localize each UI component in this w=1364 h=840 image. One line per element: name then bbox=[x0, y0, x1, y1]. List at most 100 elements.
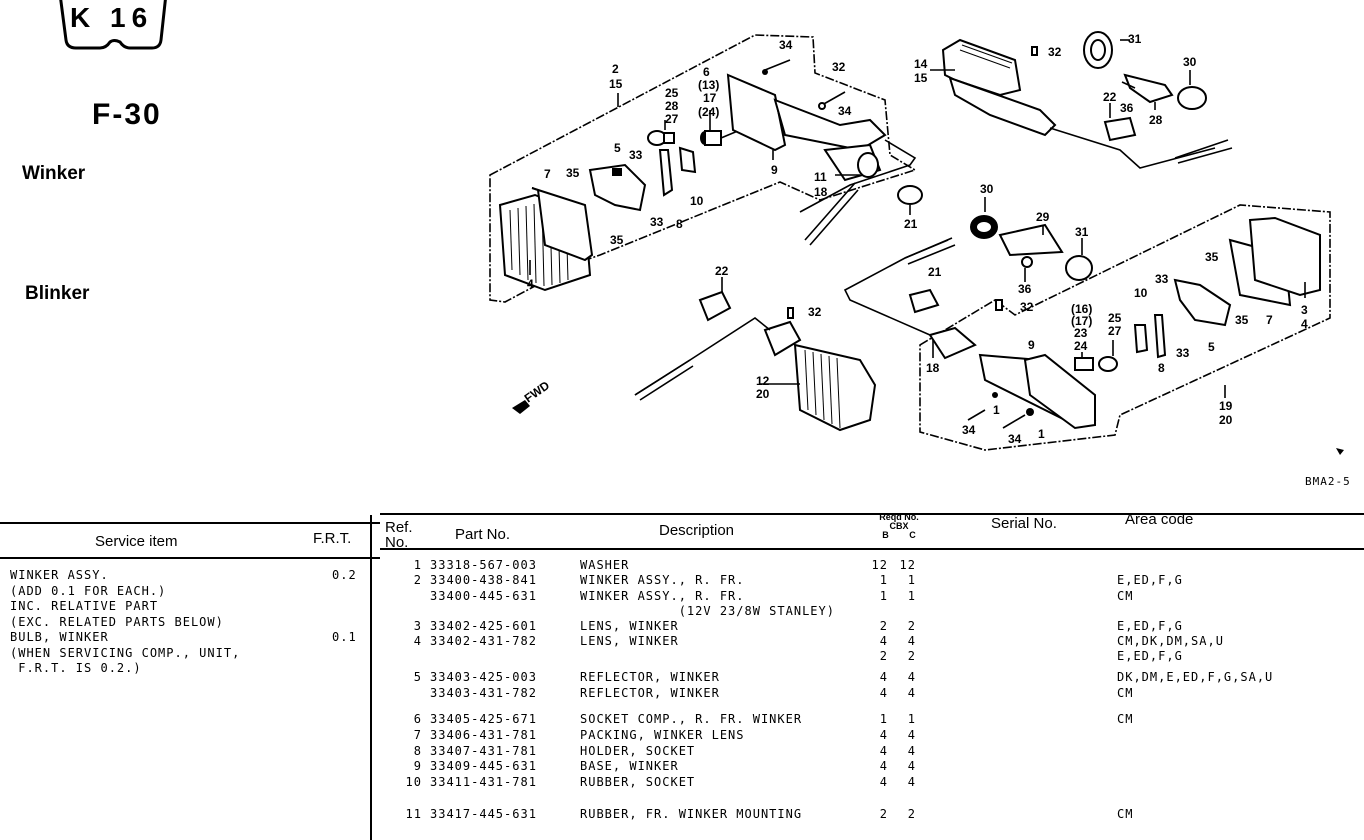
area-code-cell: CM bbox=[1117, 807, 1134, 821]
screw-34b bbox=[821, 91, 846, 106]
description-cell: LENS, WINKER bbox=[580, 634, 679, 648]
callout-33d: 33 bbox=[1176, 346, 1190, 360]
section-badge-frame bbox=[59, 0, 167, 50]
service-frt-value: 0.2 bbox=[332, 568, 357, 582]
callout-34a: 34 bbox=[779, 38, 793, 52]
callout-6: 6 bbox=[703, 65, 710, 79]
service-table-header-rule bbox=[0, 557, 380, 559]
holder-part-8b bbox=[1153, 314, 1167, 359]
ref-no-cell: 5 bbox=[413, 670, 422, 684]
callout-32b: 32 bbox=[1048, 45, 1062, 59]
reqd-c-cell: 12 bbox=[899, 558, 916, 572]
reqd-b-cell: 1 bbox=[879, 573, 888, 587]
reqd-b-cell: 2 bbox=[879, 649, 888, 663]
reqd-b-cell: 1 bbox=[879, 589, 888, 603]
service-table-body: WINKER ASSY. (ADD 0.1 FOR EACH.) INC. RE… bbox=[10, 568, 370, 698]
callout-34c: 34 bbox=[962, 423, 976, 437]
bulb-part-27 bbox=[1098, 356, 1118, 372]
reqd-c-cell: 4 bbox=[907, 686, 916, 700]
area-code-cell: CM,DK,DM,SA,U bbox=[1117, 634, 1224, 648]
callout-30b: 30 bbox=[980, 182, 994, 196]
grommet-part-30a bbox=[1177, 86, 1207, 110]
callout-18: 18 bbox=[926, 361, 940, 375]
service-row: WINKER ASSY. bbox=[10, 568, 109, 582]
callout-27b: 27 bbox=[1108, 324, 1122, 338]
callout-22a: 22 bbox=[1103, 90, 1117, 104]
cushion-part-21b bbox=[908, 288, 940, 314]
wire-left bbox=[799, 139, 917, 213]
callout-10b: 10 bbox=[1134, 286, 1148, 300]
callout-25: 25 bbox=[665, 86, 679, 100]
service-frt-value: 0.1 bbox=[332, 630, 357, 644]
callout-33b: 33 bbox=[650, 215, 664, 229]
area-code-cell: DK,DM,E,ED,F,G,SA,U bbox=[1117, 670, 1274, 684]
reqd-c-cell: 4 bbox=[907, 759, 916, 773]
callout-13: (13) bbox=[698, 78, 719, 92]
callout-20: 20 bbox=[756, 387, 770, 401]
page-title-alt: Blinker bbox=[25, 283, 90, 304]
description-cell: WASHER bbox=[580, 558, 630, 572]
reqd-c-cell: 1 bbox=[907, 589, 916, 603]
callout-35d: 35 bbox=[1235, 313, 1249, 327]
fwd-label: FWD bbox=[522, 378, 553, 405]
figure-number: F-30 bbox=[92, 98, 162, 131]
reqd-b-cell: 12 bbox=[871, 558, 888, 572]
callout-21a: 21 bbox=[904, 217, 918, 231]
area-code-cell: E,ED,F,G bbox=[1117, 573, 1183, 587]
callout-4b: 4 bbox=[1301, 317, 1308, 331]
part-no-cell: 33402-425-601 bbox=[430, 619, 537, 633]
wire-lower-left-lead bbox=[634, 359, 694, 401]
callout-9: 9 bbox=[771, 163, 778, 177]
parts-table-header-rule bbox=[380, 548, 1364, 550]
service-item-header: Service item bbox=[95, 533, 178, 550]
part-no-cell: 33409-445-631 bbox=[430, 759, 537, 773]
reqd-c-cell: 2 bbox=[907, 649, 916, 663]
reqd-b-cell: 4 bbox=[879, 759, 888, 773]
callout-25b: 25 bbox=[1108, 311, 1122, 325]
bracket-part-28 bbox=[1123, 73, 1174, 104]
service-row: (ADD 0.1 FOR EACH.) bbox=[10, 583, 167, 598]
part-no-cell: 33417-445-631 bbox=[430, 807, 537, 821]
assembly-frame-right bbox=[919, 204, 1331, 451]
callout-7: 7 bbox=[544, 167, 551, 181]
part-no-cell: 33407-431-781 bbox=[430, 744, 537, 758]
callout-35c: 35 bbox=[1205, 250, 1219, 264]
callout-15b: 15 bbox=[914, 71, 928, 85]
callout-20b: 20 bbox=[1219, 413, 1233, 427]
section-badge-label: K 16 bbox=[70, 2, 154, 33]
callout-15: 15 bbox=[609, 77, 623, 91]
part-no-cell: 33411-431-781 bbox=[430, 775, 537, 789]
reqd-c-cell: 4 bbox=[907, 775, 916, 789]
part-no-cell: 33402-431-782 bbox=[430, 634, 537, 648]
screw-34d bbox=[1002, 414, 1026, 429]
rubber-part-11 bbox=[823, 143, 882, 182]
page-title: Winker bbox=[22, 163, 86, 184]
section-badge: K 16 bbox=[34, 0, 192, 56]
ref-no-cell: 7 bbox=[413, 728, 422, 742]
description-cell: RUBBER, SOCKET bbox=[580, 775, 696, 789]
service-row: BULB, WINKER bbox=[10, 630, 109, 644]
description-cell: (12V 23/8W STANLEY) bbox=[580, 604, 835, 618]
wire-upper-right-lead bbox=[1174, 139, 1233, 164]
reqd-c-cell: 4 bbox=[907, 670, 916, 684]
bolt-part-36a bbox=[1121, 81, 1136, 89]
callout-3: 3 bbox=[1301, 303, 1308, 317]
part-no-cell: 33403-425-003 bbox=[430, 670, 537, 684]
reqd-c-cell: 2 bbox=[907, 807, 916, 821]
description-cell: HOLDER, SOCKET bbox=[580, 744, 696, 758]
rubber-part-10b bbox=[1133, 324, 1149, 354]
description-header: Description bbox=[659, 522, 735, 539]
callout-11: 11 bbox=[814, 170, 827, 184]
description-cell: SOCKET COMP., R. FR. WINKER bbox=[580, 712, 803, 726]
description-cell: WINKER ASSY., R. FR. bbox=[580, 589, 745, 603]
winker-part-19 bbox=[928, 326, 1097, 430]
callout-5: 5 bbox=[614, 141, 621, 155]
callout-17: 17 bbox=[703, 91, 717, 105]
socket-part-6 bbox=[700, 127, 746, 146]
callout-19: 19 bbox=[1219, 399, 1233, 413]
reqd-c-cell: 4 bbox=[907, 744, 916, 758]
wire-upper-right bbox=[1049, 127, 1216, 169]
area-code-cell: CM bbox=[1117, 686, 1134, 700]
part-no-cell: 33400-445-631 bbox=[430, 589, 537, 603]
